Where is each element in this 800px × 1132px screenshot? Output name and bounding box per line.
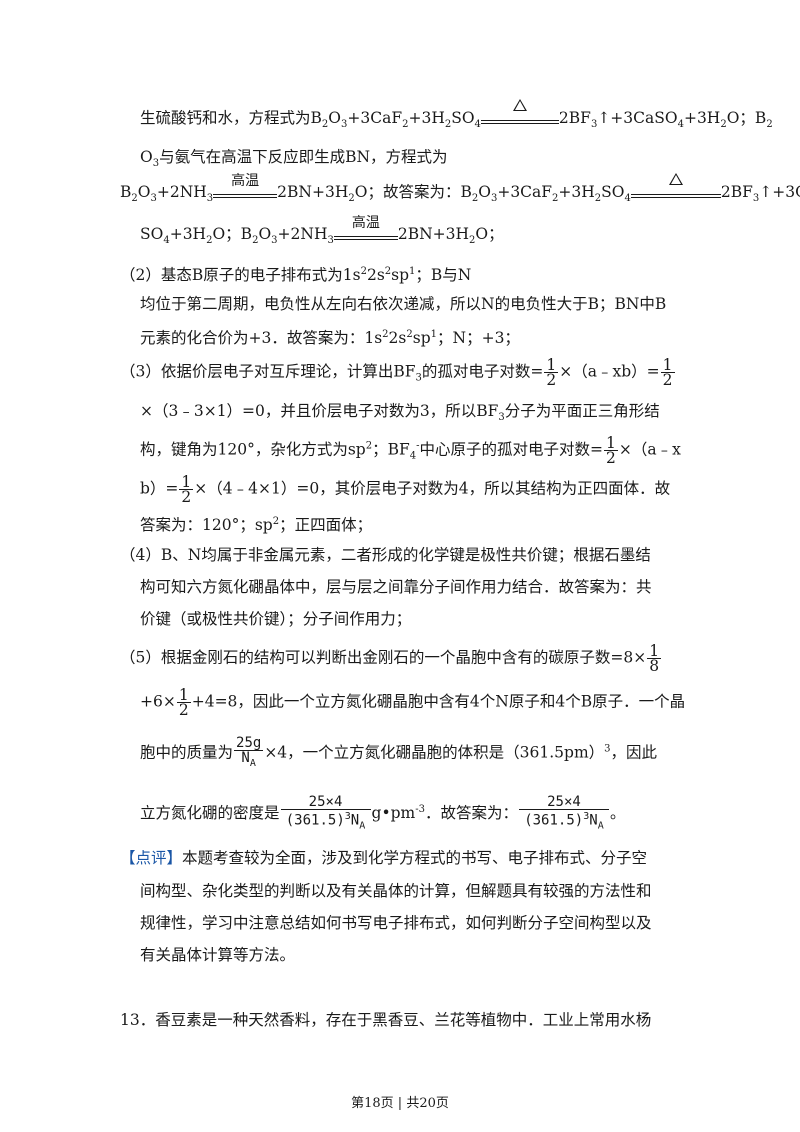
comment-line-2: 间构型、杂化类型的判断以及有关晶体的计算，但解题具有较强的方法性和 (140, 882, 652, 900)
answer-4-line-2: 构可知六方氮化硼晶体中，层与层之间靠分子间作用力结合．故答案为：共 (140, 578, 652, 596)
heat-triangle-icon (668, 173, 683, 185)
page-footer: 第18页 | 共20页 (0, 1092, 800, 1111)
answer-4-line-1: （4）B、N均属于非金属元素，二者形成的化学键是极性共价键；根据石墨结 (120, 546, 651, 564)
fraction-density: 25×4(361.5)3NA (280, 795, 371, 833)
question-13-line-1: 13．香豆素是一种天然香料，存在于黑香豆、兰花等植物中．工业上常用水杨 (120, 1011, 652, 1029)
comment-tag: 【点评】 (120, 849, 183, 867)
page-number: 第18页 (351, 1096, 394, 1111)
answer-3-line-5: 答案为：120°；sp2；正四面体； (140, 516, 373, 535)
page-total: 共20页 (406, 1096, 449, 1111)
answer-2-line-3: 元素的化合价为+3．故答案为：1s22s2sp1；N；+3； (140, 329, 520, 348)
answer-3-line-2: ×（3﹣3×1）=0，并且价层电子对数为3，所以BF3分子为平面正三角形结 (140, 402, 660, 424)
heat-triangle-icon (512, 99, 527, 111)
answer-2-line-2: 均位于第二周期，电负性从左向右依次递减，所以N的电负性大于B；BN中B (140, 295, 667, 313)
answer-2-line-1: （2）基态B原子的电子排布式为1s22s2sp1；B与N (120, 266, 472, 285)
comment-line-1: 【点评】本题考查较为全面，涉及到化学方程式的书写、电子排布式、分子空 (120, 849, 648, 867)
fraction-density-answer: 25×4(361.5)3NA (518, 795, 609, 833)
answer-4-line-3: 价键（或极性共价键）；分子间作用力； (140, 610, 412, 628)
equation-line-2: O3与氨气在高温下反应即生成BN，方程式为 (140, 148, 448, 170)
comment-line-4: 有关晶体计算等方法。 (140, 946, 296, 964)
comment-line-3: 规律性，学习中注意总结如何书写电子排布式，如何判断分子空间构型以及 (140, 914, 652, 932)
footer-separator: | (397, 1096, 403, 1111)
